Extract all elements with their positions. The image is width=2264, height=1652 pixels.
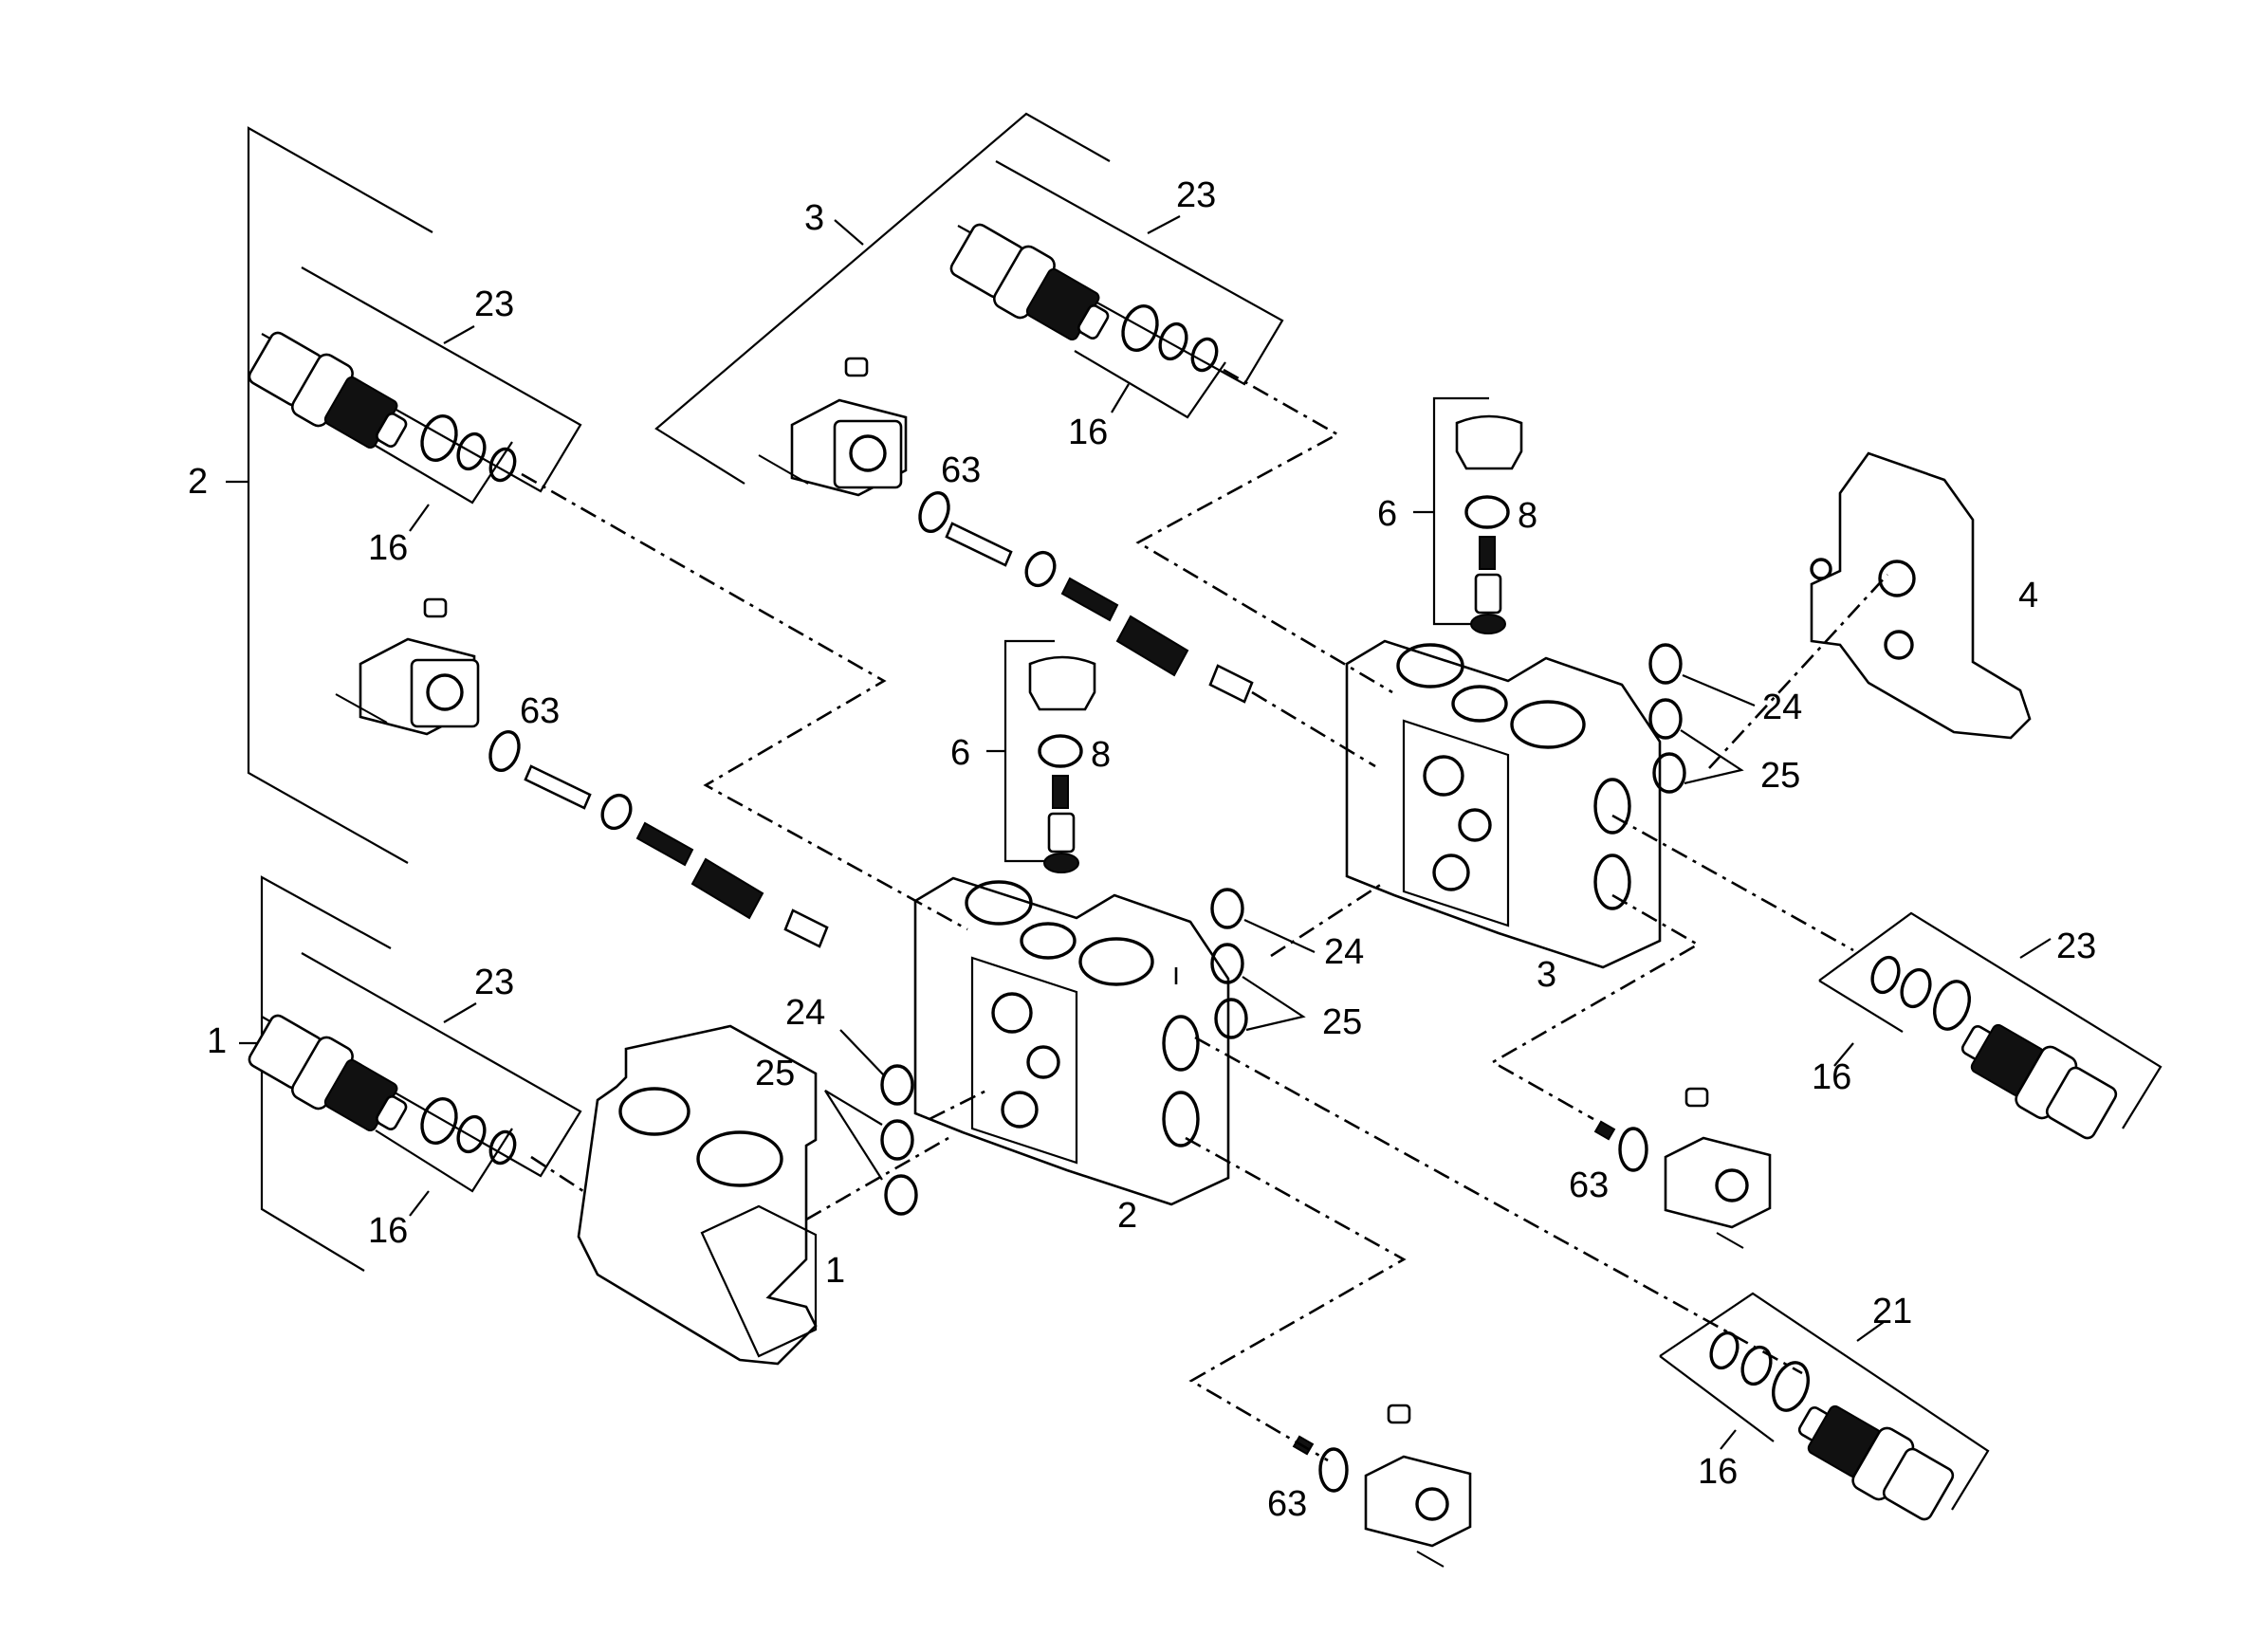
o-ring-set-left: 24 25 [755, 993, 918, 1216]
relief-cartridge-c: 23 16 [248, 952, 582, 1251]
cartridge-d-23-label: 23 [2056, 927, 2096, 966]
group-3-label: 3 [804, 198, 824, 238]
end-cover-4: 4 [1810, 451, 2038, 740]
item-6-b-label: 6 [950, 733, 970, 773]
item-25-a-label: 25 [1760, 756, 1800, 796]
cartridge-e-21-label: 21 [1872, 1292, 1912, 1331]
assembly-axis-lines [521, 368, 1888, 1462]
relief-cartridge-d: 23 16 [1812, 911, 2163, 1140]
check-valve-lower: 6 8 [950, 639, 1111, 873]
item-25-b-label: 25 [1322, 1002, 1362, 1042]
item-63-a-label: 63 [941, 450, 981, 490]
check-valve-upper: 6 8 [1377, 396, 1537, 634]
item-8-a-label: 8 [1518, 496, 1537, 536]
item-8-b-label: 8 [1091, 735, 1111, 775]
body-2-label: 2 [1117, 1196, 1137, 1236]
body-4-label: 4 [2018, 576, 2038, 615]
port-adaptor-bottom: 63 [1267, 1404, 1472, 1568]
spool-assembly-lower: 63 [335, 597, 829, 948]
item-63-b-label: 63 [520, 691, 560, 731]
item-63-c-label: 63 [1569, 1166, 1609, 1205]
item-63-d-label: 63 [1267, 1484, 1307, 1524]
item-6-a-label: 6 [1377, 494, 1397, 534]
port-adaptor-right: 63 [1569, 1087, 1772, 1249]
item-24-a-label: 24 [1762, 688, 1802, 727]
item-24-c-label: 24 [785, 993, 825, 1033]
cartridge-b-16-label: 16 [1068, 413, 1108, 452]
cartridge-c-16-label: 16 [368, 1211, 408, 1251]
cartridge-b-23-label: 23 [1176, 175, 1216, 215]
o-ring-set-middle: 24 25 [1210, 888, 1364, 1042]
relief-cartridge-a: 23 16 [248, 266, 582, 568]
valve-body-3: 3 [1345, 639, 1662, 995]
cartridge-a-16-label: 16 [368, 528, 408, 568]
group-2-bracket: 2 [188, 126, 433, 864]
spool-assembly-upper: 63 [758, 357, 1254, 704]
cartridge-e-16-label: 16 [1698, 1452, 1738, 1492]
relief-cartridge-b: 23 16 [949, 160, 1284, 452]
body-3-label: 3 [1537, 955, 1556, 995]
group-3-bracket: 3 [654, 112, 1111, 485]
group-2-label: 2 [188, 462, 208, 502]
relief-cartridge-e: 21 16 [1659, 1292, 1990, 1521]
cartridge-d-16-label: 16 [1812, 1057, 1851, 1097]
valve-body-2: 2 [913, 876, 1230, 1236]
item-25-c-label: 25 [755, 1054, 795, 1093]
group-1-label: 1 [207, 1021, 227, 1061]
inlet-body-1: 1 [577, 1024, 845, 1366]
body-1-label: 1 [825, 1251, 845, 1291]
item-24-b-label: 24 [1324, 932, 1364, 972]
cartridge-c-23-label: 23 [474, 963, 514, 1002]
cartridge-a-23-label: 23 [474, 285, 514, 324]
o-ring-set-right: 24 25 [1648, 643, 1802, 796]
